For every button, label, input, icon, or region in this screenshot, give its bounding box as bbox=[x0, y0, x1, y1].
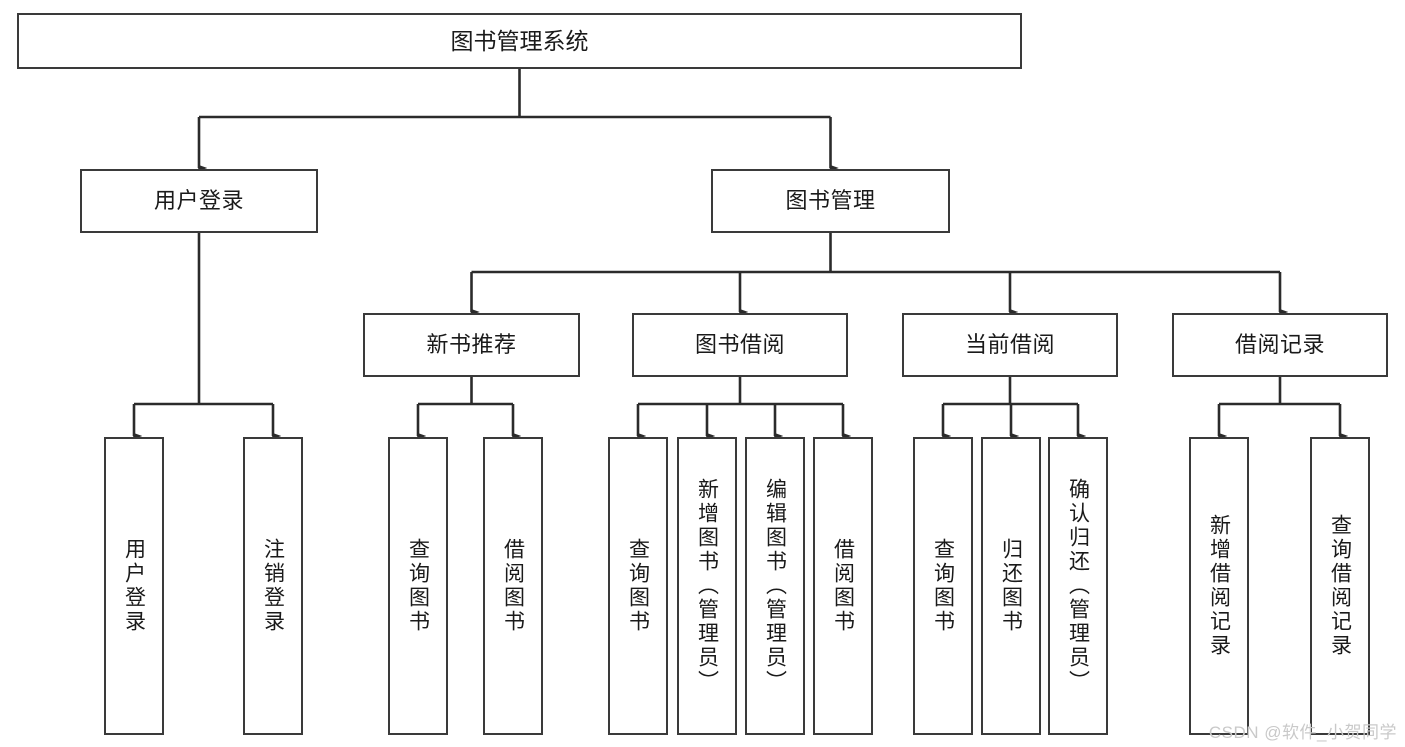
leaf-edit-book-admin[interactable]: 编辑图书（管理员） bbox=[745, 437, 805, 735]
leaf-edit-book-admin-label: 编辑图书（管理员） bbox=[763, 478, 787, 694]
node-book-management-label: 图书管理 bbox=[785, 188, 876, 214]
leaf-query-borrow-record-label: 查询借阅记录 bbox=[1328, 514, 1352, 658]
leaf-query-books-current-label: 查询图书 bbox=[931, 538, 955, 634]
node-borrow-records-label: 借阅记录 bbox=[1234, 332, 1325, 358]
node-new-book-recommendation[interactable]: 新书推荐 bbox=[363, 313, 580, 377]
leaf-return-book-label: 归还图书 bbox=[999, 538, 1023, 634]
node-current-borrowing[interactable]: 当前借阅 bbox=[902, 313, 1118, 377]
watermark: CSDN @软件_小贺同学 bbox=[1208, 723, 1397, 742]
node-book-borrowing[interactable]: 图书借阅 bbox=[632, 313, 848, 377]
leaf-add-book-admin[interactable]: 新增图书（管理员） bbox=[677, 437, 737, 735]
leaf-query-books-new[interactable]: 查询图书 bbox=[388, 437, 448, 735]
leaf-query-books[interactable]: 查询图书 bbox=[608, 437, 668, 735]
leaf-user-login[interactable]: 用户登录 bbox=[104, 437, 164, 735]
leaf-return-book[interactable]: 归还图书 bbox=[981, 437, 1041, 735]
leaf-query-books-new-label: 查询图书 bbox=[406, 538, 430, 634]
node-user-login[interactable]: 用户登录 bbox=[80, 169, 318, 233]
node-root[interactable]: 图书管理系统 bbox=[17, 13, 1022, 69]
leaf-logout[interactable]: 注销登录 bbox=[243, 437, 303, 735]
node-new-book-recommendation-label: 新书推荐 bbox=[426, 332, 517, 358]
leaf-add-borrow-record-label: 新增借阅记录 bbox=[1207, 514, 1231, 658]
node-borrow-records[interactable]: 借阅记录 bbox=[1172, 313, 1388, 377]
leaf-add-book-admin-label: 新增图书（管理员） bbox=[695, 478, 719, 694]
leaf-query-borrow-record[interactable]: 查询借阅记录 bbox=[1310, 437, 1370, 735]
leaf-logout-label: 注销登录 bbox=[261, 538, 285, 634]
leaf-query-books-label: 查询图书 bbox=[626, 538, 650, 634]
leaf-confirm-return-admin-label: 确认归还（管理员） bbox=[1066, 478, 1090, 694]
leaf-borrow-book[interactable]: 借阅图书 bbox=[813, 437, 873, 735]
node-book-management[interactable]: 图书管理 bbox=[711, 169, 950, 233]
leaf-user-login-label: 用户登录 bbox=[122, 538, 146, 634]
node-root-label: 图书管理系统 bbox=[450, 27, 589, 54]
leaf-borrow-book-label: 借阅图书 bbox=[831, 538, 855, 634]
leaf-borrow-books-new-label: 借阅图书 bbox=[501, 538, 525, 634]
leaf-add-borrow-record[interactable]: 新增借阅记录 bbox=[1189, 437, 1249, 735]
node-user-login-label: 用户登录 bbox=[153, 188, 244, 214]
leaf-query-books-current[interactable]: 查询图书 bbox=[913, 437, 973, 735]
leaf-confirm-return-admin[interactable]: 确认归还（管理员） bbox=[1048, 437, 1108, 735]
leaf-borrow-books-new[interactable]: 借阅图书 bbox=[483, 437, 543, 735]
node-book-borrowing-label: 图书借阅 bbox=[694, 332, 785, 358]
node-current-borrowing-label: 当前借阅 bbox=[964, 332, 1055, 358]
